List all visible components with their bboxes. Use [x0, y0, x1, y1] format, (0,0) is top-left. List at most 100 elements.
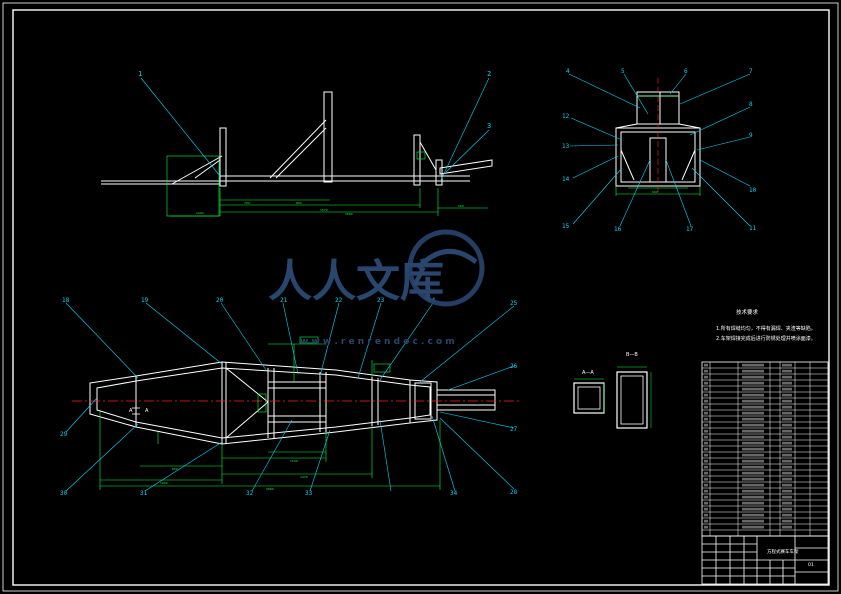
section-a-label: A—A [582, 370, 594, 376]
parts-list-cell-text [704, 429, 708, 433]
svg-text:7: 7 [749, 68, 753, 75]
parts-list-cell-text [742, 465, 764, 469]
parts-list-frame [701, 361, 829, 537]
section-b-label: B—B [626, 352, 638, 358]
parts-list-cell-text [742, 405, 764, 409]
parts-list-cell-text [704, 375, 708, 379]
section-a-a: A—A [573, 370, 605, 414]
parts-list-cell-text [782, 387, 792, 391]
parts-list-cell-text [742, 525, 764, 529]
title-block-code: 01 [808, 562, 814, 568]
svg-text:8: 8 [749, 101, 753, 108]
parts-list-cell-text [782, 369, 792, 373]
parts-list-cell-text [704, 387, 708, 391]
parts-list-cell-text [742, 417, 764, 421]
parts-list-cell-text [782, 465, 792, 469]
parts-list-cell-text [704, 435, 708, 439]
svg-text:5: 5 [621, 68, 625, 75]
svg-text:4: 4 [566, 68, 570, 75]
svg-text:23: 23 [377, 297, 385, 304]
parts-list-cell-text [782, 507, 792, 511]
svg-text:2: 2 [487, 70, 491, 78]
parts-list-cell-text [742, 363, 764, 367]
parts-list-cell-text [704, 501, 708, 505]
svg-text:9: 9 [749, 132, 753, 139]
svg-text:22: 22 [335, 297, 343, 304]
svg-text:1570: 1570 [320, 208, 328, 212]
parts-list-cell-text [742, 495, 764, 499]
svg-text:25: 25 [510, 300, 518, 307]
section-marks: A A [129, 407, 149, 415]
svg-text:21: 21 [280, 297, 288, 304]
parts-list-cell-text [782, 453, 792, 457]
parts-list-cell-text [742, 471, 764, 475]
parts-list-cell-text [742, 513, 764, 517]
parts-list-cell-text [742, 477, 764, 481]
section-mark-left: A [129, 408, 133, 414]
parts-list-cell-text [704, 453, 708, 457]
parts-list-cell-text [782, 441, 792, 445]
svg-text:31: 31 [140, 490, 148, 497]
parts-list-cell-text [742, 393, 764, 397]
parts-list-cell-text [782, 417, 792, 421]
parts-list-cell-text [782, 513, 792, 517]
parts-list-cell-text [704, 489, 708, 493]
parts-list-cell-text [704, 471, 708, 475]
parts-list-cell-text [782, 429, 792, 433]
svg-text:1000: 1000 [160, 481, 168, 485]
svg-text:19: 19 [141, 297, 149, 304]
inner-border [12, 9, 830, 586]
parts-list-cell-text [742, 483, 764, 487]
watermark-url: w w w . r e n r e n d o c . c o m [300, 337, 455, 347]
parts-list-cell-text [704, 465, 708, 469]
parts-list-cell-text [742, 375, 764, 379]
svg-text:1470: 1470 [300, 475, 308, 479]
side-view-balloons: 1 2 3 [138, 70, 491, 130]
parts-list-cell-text [704, 393, 708, 397]
parts-list-cell-text [742, 399, 764, 403]
parts-list-cell-text [704, 507, 708, 511]
svg-text:28: 28 [510, 489, 518, 496]
parts-list-cell-text [704, 411, 708, 415]
note-1: 1.所有焊缝均匀，不得有漏焊、夹渣等缺陷。 [716, 325, 816, 332]
parts-list-cell-text [782, 411, 792, 415]
svg-text:1100: 1100 [290, 459, 298, 463]
svg-text:26: 26 [510, 363, 518, 370]
parts-list-cell-text [742, 381, 764, 385]
parts-list-cell-text [704, 513, 708, 517]
svg-text:10: 10 [749, 187, 757, 194]
front-view-dimensions: 600 [615, 95, 701, 196]
parts-list-cell-text [742, 519, 764, 523]
parts-list-cell-text [742, 435, 764, 439]
svg-text:13: 13 [562, 143, 570, 150]
svg-text:27: 27 [510, 426, 518, 433]
side-view-dimensions: 1200 700 800 1570 2660 500 [166, 151, 488, 217]
parts-list-cell-text [782, 471, 792, 475]
svg-text:30: 30 [60, 490, 68, 497]
parts-list-cell-text [782, 381, 792, 385]
technical-notes: 技术要求 1.所有焊缝均匀，不得有漏焊、夹渣等缺陷。 2.车架焊接完成后进行防锈… [716, 308, 816, 342]
parts-list-cell-text [704, 519, 708, 523]
parts-list-cell-text [782, 363, 792, 367]
parts-list-cell-text [782, 405, 792, 409]
parts-list-cell-text [782, 459, 792, 463]
parts-list-cell-text [742, 387, 764, 391]
parts-list-cell-text [782, 447, 792, 451]
parts-list-cell-text [742, 453, 764, 457]
svg-text:15: 15 [562, 223, 570, 230]
notes-title: 技术要求 [736, 308, 759, 316]
parts-list-cell-text [742, 447, 764, 451]
svg-text:14: 14 [562, 176, 570, 183]
svg-text:800: 800 [296, 201, 302, 205]
parts-list-cell-text [782, 399, 792, 403]
parts-list-cell-text [704, 417, 708, 421]
watermark: 人人文库 w w w . r e n r e n d o c . c o m [268, 229, 485, 347]
title-block: 方程式赛车车架 01 [701, 535, 829, 585]
parts-list-cell-text [782, 489, 792, 493]
plan-view-leaders [65, 302, 515, 492]
side-view [101, 91, 493, 187]
parts-list-cell-text [782, 393, 792, 397]
